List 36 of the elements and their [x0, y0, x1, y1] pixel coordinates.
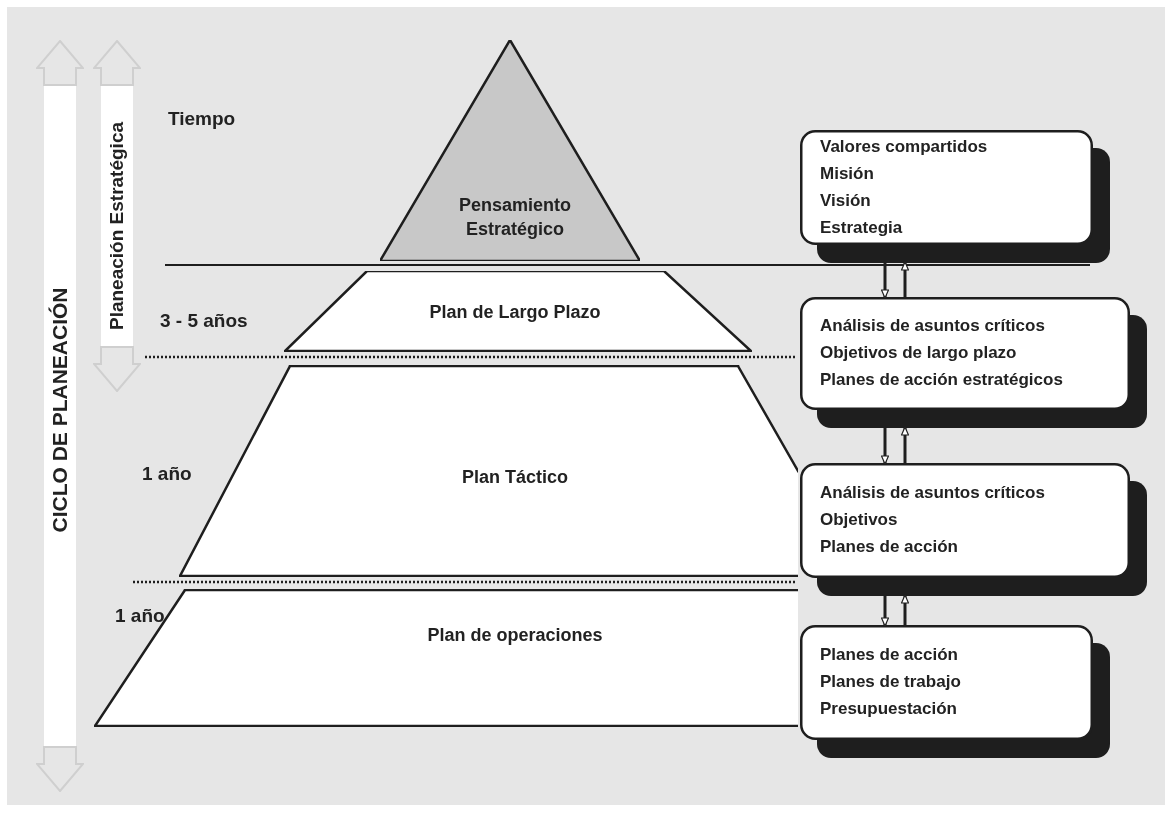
- time-label: 1 año: [142, 463, 192, 485]
- list-item-text: Estrategia: [820, 217, 903, 238]
- hollow-arrow: [900, 426, 910, 463]
- list-item-text: Presupuestación: [820, 699, 957, 719]
- list-item-text: Planes de acción: [820, 645, 958, 665]
- list-item-text: Misión: [820, 163, 874, 184]
- shadowed-text-box: [800, 463, 1147, 596]
- vertical-label: Planeación Estratégica: [106, 122, 128, 330]
- hollow-arrow: [880, 596, 890, 627]
- level-label: Plan Táctico: [462, 467, 568, 487]
- list-item-text: Objetivos: [820, 510, 898, 530]
- hollow-arrow: [900, 594, 910, 625]
- hollow-arrow: [880, 428, 890, 465]
- list-item-text: Análisis de asuntos críticos: [820, 316, 1045, 336]
- list-item-text: Planes de trabajo: [820, 672, 961, 692]
- level-label: Pensamiento Estratégico: [458, 195, 571, 239]
- hollow-arrow: [900, 261, 910, 297]
- time-label: 3 - 5 años: [160, 310, 248, 332]
- vertical-label: CICLO DE PLANEACIÓN: [48, 287, 72, 533]
- level-label: Plan de Largo Plazo: [429, 302, 601, 322]
- list-item-text: Visión: [820, 190, 871, 211]
- time-label: 1 año: [115, 605, 165, 627]
- pyramid-level-trapezoid: [284, 271, 752, 352]
- pyramid-top-triangle: [380, 40, 640, 261]
- pyramid-level-trapezoid: [94, 589, 798, 727]
- list-item-text: Planes de acción estratégicos: [820, 370, 1063, 390]
- shadowed-text-box: [800, 297, 1147, 428]
- time-label: Tiempo: [168, 108, 236, 130]
- list-item-text: Valores compartidos: [820, 136, 988, 157]
- level-label: Plan de operaciones: [427, 625, 603, 645]
- list-item-text: Planes de acción: [820, 537, 958, 557]
- list-item-text: Análisis de asuntos críticos: [820, 483, 1045, 503]
- shadowed-text-box: [800, 130, 1110, 263]
- list-item-text: Objetivos de largo plazo: [820, 343, 1017, 363]
- shadowed-text-box: [800, 625, 1110, 758]
- hollow-arrow: [880, 263, 890, 299]
